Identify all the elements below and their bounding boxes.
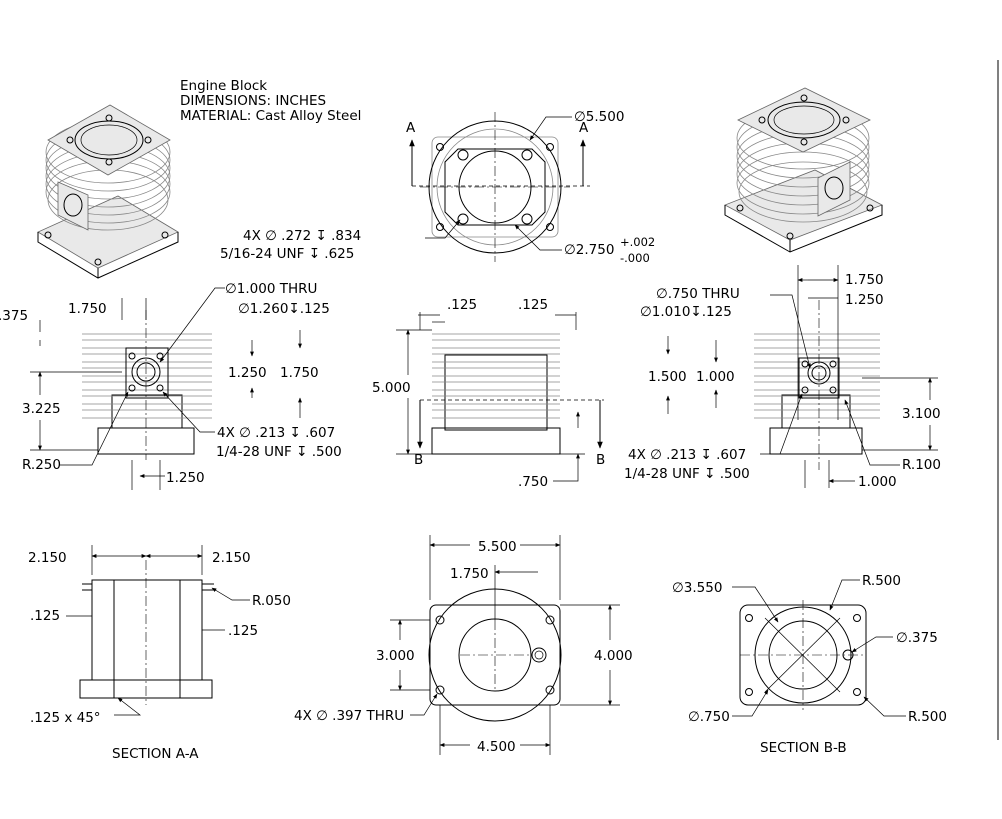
title-material: MATERIAL: Cast Alloy Steel [180,108,361,124]
bottom-dim-4000: 4.000 [594,648,633,664]
section-bb-view: ∅3.550 R.500 ∅.375 ∅.750 R.500 SECTION B… [672,573,947,756]
left-counterbore: ∅1.260↧.125 [238,301,330,317]
section-aa-dim-left: 2.150 [28,550,67,566]
right-dim-1000: 1.000 [696,369,735,385]
left-dim-1750b: 1.750 [280,365,319,381]
front-height: 5.000 [372,380,411,396]
top-outer-diameter: ∅5.500 [574,109,624,125]
title-part-name: Engine Block [180,78,267,94]
front-dim-750: .750 [518,474,548,490]
bottom-view: 5.500 1.750 3.000 4.000 4X ∅ .397 THRU 4… [294,535,633,755]
title-units: DIMENSIONS: INCHES [180,93,326,109]
left-radius: R.250 [22,457,61,473]
top-bore-diameter: ∅2.750 [564,242,614,258]
section-bb-dia-3550: ∅3.550 [672,580,722,596]
section-bb-radius-bottom: R.500 [908,709,947,725]
section-aa-view: 2.150 2.150 R.050 .125 .125 .125 x 45° S… [28,545,291,762]
isometric-view-left [37,104,179,279]
front-dim-125a: .125 [447,297,477,313]
left-holes-note-2: 1/4-28 UNF ↧ .500 [216,444,342,460]
right-dim-1750: 1.750 [845,272,884,288]
bottom-dim-3000: 3.000 [376,648,415,664]
right-view: 1.750 1.250 ∅.750 THRU ∅1.010↧.125 1.500… [624,265,941,490]
top-bore-tol-plus: +.002 [620,235,655,249]
right-dim-1250: 1.250 [845,292,884,308]
isometric-view-right [724,87,883,253]
front-section-b-right: B [596,452,605,468]
front-section-b-left: B [414,452,423,468]
top-holes-note-1: 4X ∅ .272 ↧ .834 [243,228,361,244]
bottom-offset: 1.750 [450,566,489,582]
front-dim-125b: .125 [518,297,548,313]
section-a-marker-right: A [579,120,589,136]
right-counterbore: ∅1.010↧.125 [640,304,732,320]
section-aa-radius: R.050 [252,593,291,609]
right-dim-1500: 1.500 [648,369,687,385]
section-aa-chamfer: .125 x 45° [30,710,101,726]
left-thru-hole: ∅1.000 THRU [225,281,317,297]
right-thru-hole: ∅.750 THRU [656,286,740,302]
left-dim-1750: 1.750 [68,301,107,317]
left-view: .375 1.750 ∅1.000 THRU ∅1.260↧.125 1.250… [0,281,342,490]
section-a-marker-left: A [406,120,416,136]
right-radius: R.100 [902,457,941,473]
right-dim-1000b: 1.000 [858,474,897,490]
title-block: Engine Block DIMENSIONS: INCHES MATERIAL… [180,78,361,124]
section-bb-radius-top: R.500 [862,573,901,589]
section-bb-dia-750: ∅.750 [688,709,730,725]
top-holes-note-2: 5/16-24 UNF ↧ .625 [220,246,354,262]
section-bb-dia-375: ∅.375 [896,630,938,646]
section-aa-caption: SECTION A-A [112,746,199,762]
section-aa-dim-125-right: .125 [228,623,258,639]
front-view: B B .125 .125 5.000 .750 [372,297,605,490]
section-aa-dim-right: 2.150 [212,550,251,566]
left-dim-1250: 1.250 [228,365,267,381]
top-bore-tol-minus: -.000 [620,251,650,265]
right-holes-note-2: 1/4-28 UNF ↧ .500 [624,466,750,482]
left-dim-1250b: 1.250 [166,470,205,486]
right-holes-note-1: 4X ∅ .213 ↧ .607 [628,447,746,463]
bottom-holes-note: 4X ∅ .397 THRU [294,708,404,724]
left-dim-375: .375 [0,308,28,324]
left-holes-note-1: 4X ∅ .213 ↧ .607 [217,425,335,441]
section-bb-caption: SECTION B-B [760,740,847,756]
left-dim-3225: 3.225 [22,401,61,417]
top-view: A A ∅5.500 4X ∅ .272 ↧ .834 5/16-24 UNF … [220,109,655,265]
bottom-dim-4500: 4.500 [477,739,516,755]
section-aa-dim-125-left: .125 [30,608,60,624]
bottom-width: 5.500 [478,539,517,555]
right-dim-3100: 3.100 [902,406,941,422]
